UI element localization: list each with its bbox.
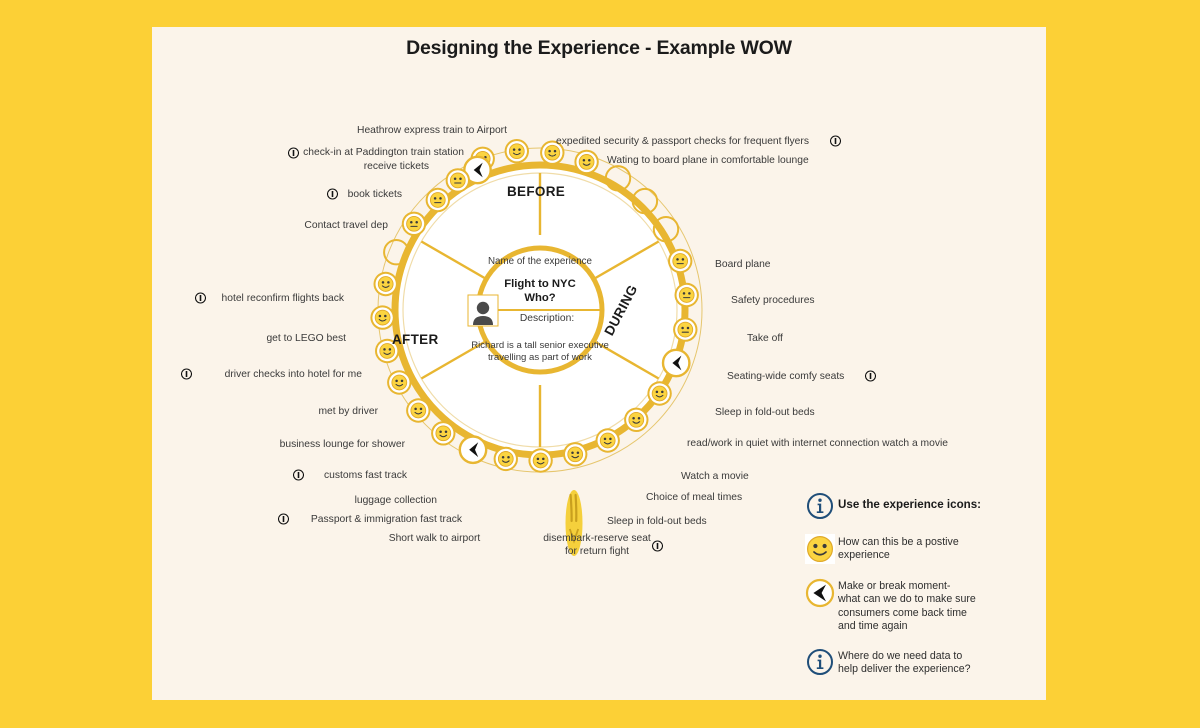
- step-label-take-off: Take off: [747, 333, 783, 344]
- info-icon: [652, 540, 663, 552]
- legend-heading-row: Use the experience icons:: [802, 492, 1032, 520]
- step-label-book-tickets: book tickets: [347, 189, 402, 200]
- step-bead: [672, 316, 699, 343]
- step-label-heathrow: Heathrow express train to Airport: [357, 125, 507, 136]
- step-label-hotel-reconfirm: hotel reconfirm flights back: [221, 293, 344, 304]
- legend-item-make-break: Make or break moment- what can we do to …: [802, 578, 1032, 634]
- step-label-disembark-line2: for return fight: [564, 546, 630, 557]
- section-label-after: AFTER: [392, 332, 439, 347]
- experience-wheel: [369, 138, 703, 556]
- info-icon: [327, 188, 338, 200]
- slide-card: Designing the Experience - Example WOW: [152, 27, 1046, 700]
- legend-text-positive: How can this be a postive experience: [838, 534, 959, 563]
- step-bead: [369, 304, 396, 331]
- step-bead-make-break: [661, 348, 691, 378]
- legend-line: help deliver the experience?: [838, 663, 971, 676]
- step-label-contact-travel: Contact travel dep: [304, 220, 388, 231]
- legend-line: and time again: [838, 620, 908, 633]
- step-label-business-lounge: business lounge for shower: [279, 439, 405, 450]
- info-icon: [802, 492, 838, 520]
- center-description-label: Description:: [519, 313, 575, 324]
- step-label-safety: Safety procedures: [731, 295, 815, 306]
- step-bead: [646, 380, 673, 407]
- step-label-short-walk: Short walk to airport: [388, 533, 481, 544]
- center-description-line2: travelling as part of work: [488, 352, 592, 363]
- legend-text-data: Where do we need data to help deliver th…: [838, 648, 971, 677]
- legend-line: How can this be a postive: [838, 536, 959, 548]
- center-who-label: Who?: [524, 292, 556, 304]
- step-bead: [673, 282, 700, 308]
- step-bead: [372, 271, 399, 297]
- info-icon: [181, 368, 192, 380]
- step-label-checkin-line1: check-in at Paddington train station: [303, 147, 464, 158]
- step-bead: [405, 397, 432, 424]
- step-bead: [623, 407, 650, 433]
- info-icon: [830, 135, 841, 147]
- step-bead: [527, 447, 554, 474]
- step-label-disembark-line1: disembark-reserve seat: [543, 533, 651, 544]
- info-icon: [195, 292, 206, 304]
- step-label-board-plane: Board plane: [715, 259, 771, 270]
- legend-line: consumers come back time: [838, 606, 967, 619]
- step-bead: [562, 441, 588, 468]
- section-label-before: BEFORE: [507, 184, 566, 199]
- step-label-sleep-beds-2: Sleep in fold-out beds: [607, 516, 707, 527]
- step-bead: [504, 138, 530, 164]
- info-icon: [288, 147, 299, 159]
- info-icon: [865, 370, 876, 382]
- info-icon: [802, 648, 838, 676]
- legend-line: experience: [838, 549, 890, 562]
- step-label-checkin-line2: receive tickets: [363, 161, 429, 172]
- step-bead: [493, 446, 519, 472]
- legend-item-data: Where do we need data to help deliver th…: [802, 648, 1032, 677]
- legend: Use the experience icons: How can this b…: [802, 492, 1032, 690]
- person-icon: [467, 294, 499, 327]
- step-bead: [667, 248, 693, 274]
- page-title: Designing the Experience - Example WOW: [406, 37, 792, 59]
- step-bead: [445, 167, 471, 194]
- center-description-line1: Richard is a tall senior executive: [471, 340, 609, 351]
- step-bead: [425, 187, 451, 213]
- step-label-read-work: read/work in quiet with internet connect…: [687, 438, 948, 449]
- smiley-icon: [802, 534, 838, 564]
- step-label-passport: Passport & immigration fast track: [310, 514, 462, 525]
- step-bead: [386, 369, 413, 396]
- legend-line: what can we do to make sure: [838, 593, 976, 606]
- step-label-expedited: expedited security & passport checks for…: [556, 136, 809, 147]
- step-label-sleep-beds-1: Sleep in fold-out beds: [715, 407, 815, 418]
- step-label-lego: get to LEGO best: [266, 333, 346, 344]
- step-label-customs: customs fast track: [324, 470, 407, 481]
- info-icon: [278, 513, 289, 525]
- step-label-seating: Seating-wide comfy seats: [727, 371, 845, 382]
- step-label-wating: Wating to board plane in comfortable lou…: [607, 155, 809, 166]
- step-label-watch-movie: Watch a movie: [681, 471, 749, 482]
- legend-item-positive: How can this be a postive experience: [802, 534, 1032, 564]
- legend-heading: Use the experience icons:: [838, 498, 982, 511]
- step-label-met-driver: met by driver: [318, 406, 378, 417]
- highlighter-pen-icon: [565, 490, 583, 556]
- step-bead: [594, 427, 621, 454]
- center-name-caption: Name of the experience: [487, 256, 592, 267]
- step-bead-make-break: [458, 435, 488, 465]
- step-label-luggage: luggage collection: [354, 495, 437, 506]
- info-icon: [293, 469, 304, 481]
- step-bead: [401, 211, 427, 237]
- center-experience-name: Flight to NYC: [504, 278, 576, 290]
- legend-line: Where do we need data to: [838, 649, 963, 662]
- step-label-driver-hotel: driver checks into hotel for me: [224, 369, 362, 380]
- step-label-meal-times: Choice of meal times: [646, 492, 743, 503]
- make-break-icon: [802, 578, 838, 608]
- legend-line: Make or break moment-: [838, 580, 951, 592]
- step-bead: [573, 149, 600, 175]
- legend-text-make-break: Make or break moment- what can we do to …: [838, 578, 976, 634]
- step-bead: [430, 420, 457, 447]
